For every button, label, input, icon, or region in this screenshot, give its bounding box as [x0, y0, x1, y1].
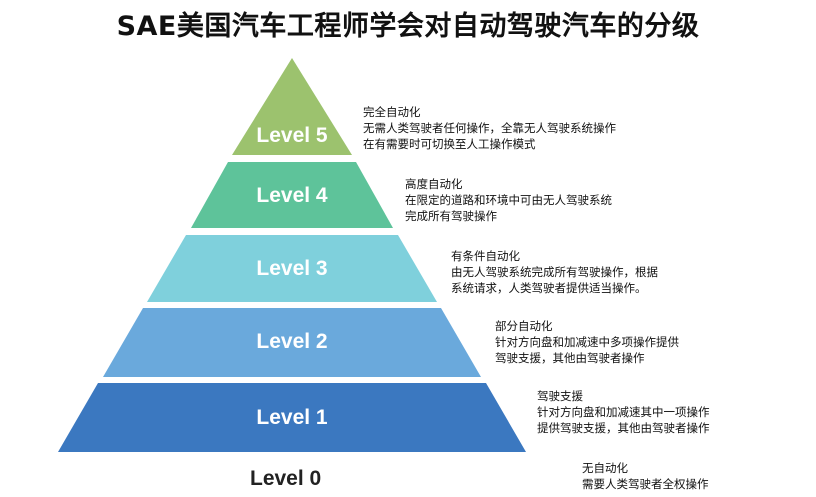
level-3-label: Level 3	[256, 257, 327, 280]
level-5-description: 完全自动化 无需人类驾驶者任何操作，全靠无人驾驶系统操作 在有需要时可切换至人工…	[363, 104, 616, 152]
level-0-label: Level 0	[250, 467, 322, 490]
level-1-label: Level 1	[256, 406, 328, 429]
level-4-label: Level 4	[256, 184, 328, 207]
level-0-description: 无自动化 需要人类驾驶者全权操作	[582, 460, 709, 492]
level-5-line-2: 在有需要时可切换至人工操作模式	[363, 137, 536, 151]
level-3-tier	[147, 235, 437, 302]
level-1-name: 驾驶支援	[537, 389, 583, 403]
level-4-line-1: 在限定的道路和环境中可由无人驾驶系统	[405, 193, 612, 207]
level-0-line-1: 需要人类驾驶者全权操作	[582, 477, 709, 491]
level-1-line-1: 针对方向盘和加减速其中一项操作	[537, 405, 710, 419]
level-5-line-1: 无需人类驾驶者任何操作，全靠无人驾驶系统操作	[363, 121, 616, 135]
level-5-label: Level 5	[256, 124, 328, 147]
level-5-tier	[232, 58, 352, 155]
level-3-line-1: 由无人驾驶系统完成所有驾驶操作，根据	[451, 265, 658, 279]
level-1-tier	[58, 383, 526, 452]
level-0-name: 无自动化	[582, 461, 628, 475]
level-2-description: 部分自动化 针对方向盘和加减速中多项操作提供 驾驶支援，其他由驾驶者操作	[495, 318, 679, 366]
level-1-description: 驾驶支援 针对方向盘和加减速其中一项操作 提供驾驶支援，其他由驾驶者操作	[537, 388, 710, 436]
level-4-line-2: 完成所有驾驶操作	[405, 209, 497, 223]
level-4-tier	[191, 162, 393, 228]
level-2-line-1: 针对方向盘和加减速中多项操作提供	[495, 335, 679, 349]
level-2-name: 部分自动化	[495, 319, 553, 333]
level-3-name: 有条件自动化	[451, 249, 520, 263]
level-4-description: 高度自动化 在限定的道路和环境中可由无人驾驶系统 完成所有驾驶操作	[405, 176, 612, 224]
level-3-line-2: 系统请求，人类驾驶者提供适当操作。	[451, 281, 647, 295]
level-2-tier	[103, 308, 481, 377]
level-1-line-2: 提供驾驶支援，其他由驾驶者操作	[537, 421, 710, 435]
level-5-name: 完全自动化	[363, 105, 421, 119]
level-3-description: 有条件自动化 由无人驾驶系统完成所有驾驶操作，根据 系统请求，人类驾驶者提供适当…	[451, 248, 658, 296]
page-title: SAE美国汽车工程师学会对自动驾驶汽车的分级	[116, 11, 700, 42]
level-4-name: 高度自动化	[405, 177, 463, 191]
level-2-label: Level 2	[256, 330, 327, 353]
level-2-line-2: 驾驶支援，其他由驾驶者操作	[495, 351, 645, 365]
